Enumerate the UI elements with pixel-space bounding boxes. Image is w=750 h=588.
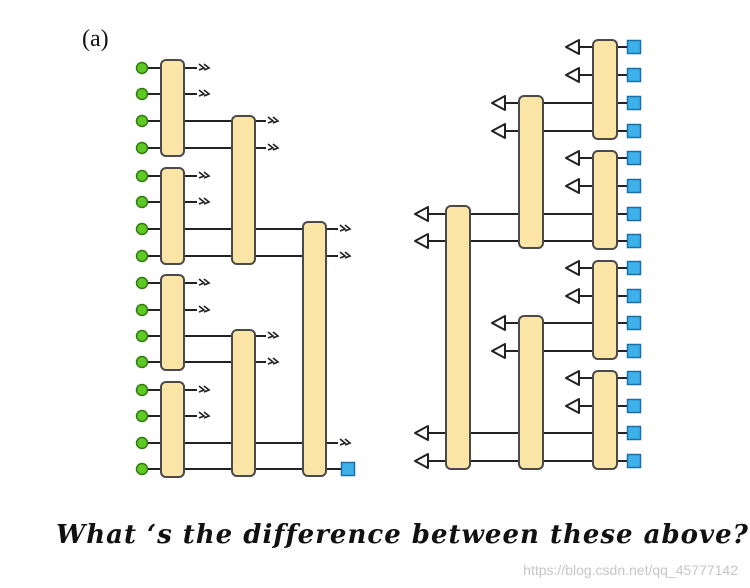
discard-triangle [565, 398, 580, 414]
tensor-block [160, 167, 185, 265]
watermark: https://blog.csdn.net/qq_45777142 [523, 562, 738, 578]
output-node-square [626, 315, 642, 331]
discard-triangle [565, 150, 580, 166]
discard-hatch [339, 438, 352, 446]
output-node-square [626, 260, 642, 276]
output-node-square [626, 150, 642, 166]
input-node-circle [135, 462, 149, 476]
input-node-circle [135, 222, 149, 236]
tensor-block [160, 59, 185, 157]
input-node-circle [135, 169, 149, 183]
discard-triangle [491, 123, 506, 139]
tensor-block [302, 221, 327, 477]
discard-triangle [565, 370, 580, 386]
wires [142, 46, 627, 470]
output-node-square [626, 398, 642, 414]
tensor-block [592, 370, 618, 470]
input-node-circle [135, 329, 149, 343]
discard-triangle [414, 425, 429, 441]
discard-hatch [339, 251, 352, 259]
discard-hatch [267, 143, 280, 151]
output-node-square [626, 288, 642, 304]
discard-triangle [491, 315, 506, 331]
tensor-block [160, 381, 185, 478]
discard-hatch [198, 171, 211, 179]
tensor-block [160, 274, 185, 371]
discard-triangle [565, 39, 580, 55]
caption: What ‘s the difference between these abo… [56, 520, 749, 550]
discard-triangle [565, 260, 580, 276]
input-node-circle [135, 436, 149, 450]
nodes [135, 39, 642, 477]
output-node-square [626, 95, 642, 111]
input-node-circle [135, 355, 149, 369]
tensor-block [231, 115, 256, 265]
tensor-block [231, 329, 256, 477]
discard-hatch [198, 385, 211, 393]
output-node-square [626, 343, 642, 359]
input-node-circle [135, 61, 149, 75]
tensor-block [592, 150, 618, 250]
discard-triangle [565, 67, 580, 83]
tensor-block [592, 39, 618, 140]
discard-triangle [414, 453, 429, 469]
input-node-circle [135, 114, 149, 128]
input-node-circle [135, 249, 149, 263]
tensor-block [518, 95, 544, 249]
discard-triangle [491, 343, 506, 359]
tensor-block [592, 260, 618, 360]
output-node-square [626, 67, 642, 83]
blocks [160, 39, 618, 478]
input-node-circle [135, 141, 149, 155]
input-node-circle [135, 303, 149, 317]
output-node-square [626, 233, 642, 249]
tensor-block [518, 315, 544, 470]
discard-hatch [267, 331, 280, 339]
discard-triangle [565, 288, 580, 304]
discard-hatch [339, 224, 352, 232]
discard-triangle [414, 206, 429, 222]
discard-hatch [198, 197, 211, 205]
input-node-circle [135, 195, 149, 209]
discard-hatch [198, 89, 211, 97]
tensor-block [445, 205, 471, 470]
output-node-square [626, 206, 642, 222]
panel-label: (a) [82, 26, 109, 52]
discard-triangle [565, 178, 580, 194]
discard-hatch [198, 278, 211, 286]
output-node-square [626, 425, 642, 441]
discard-hatch [267, 116, 280, 124]
output-node-square [626, 123, 642, 139]
output-node-square [626, 39, 642, 55]
output-node-square [626, 370, 642, 386]
discard-triangle [414, 233, 429, 249]
input-node-circle [135, 383, 149, 397]
input-node-circle [135, 409, 149, 423]
discard-triangle [491, 95, 506, 111]
discard-hatch [198, 305, 211, 313]
output-node-square [340, 461, 356, 477]
output-node-square [626, 178, 642, 194]
discard-hatch [198, 411, 211, 419]
input-node-circle [135, 87, 149, 101]
discard-hatch [267, 357, 280, 365]
discard-hatch [198, 63, 211, 71]
output-node-square [626, 453, 642, 469]
input-node-circle [135, 276, 149, 290]
